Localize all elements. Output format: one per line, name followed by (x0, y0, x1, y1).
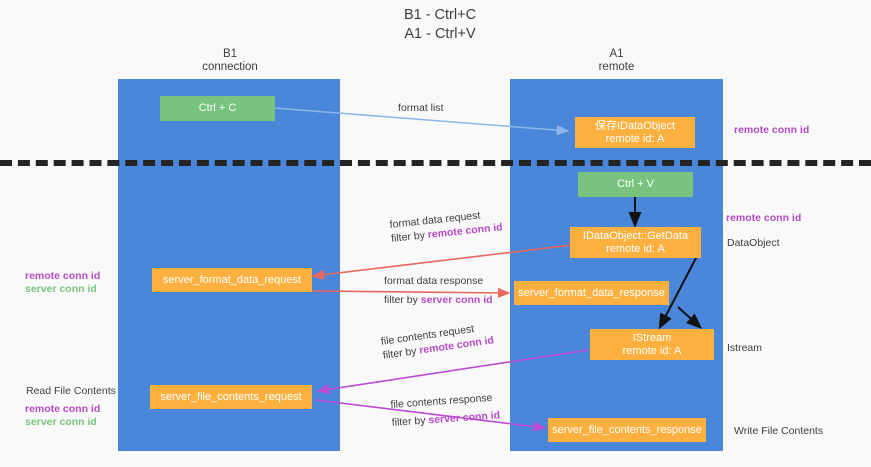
filter-prefix: filter by (384, 294, 421, 306)
edge-label-format-data-response-text: format data response (384, 275, 484, 287)
node-save-idataobject-line2: remote id: A (605, 132, 665, 145)
node-server-file-contents-response[interactable]: server_file_contents_response (548, 418, 706, 442)
node-getdata-line1: IDataObject::GetData (582, 229, 689, 242)
node-server-file-contents-request-label: server_file_contents_request (160, 390, 302, 403)
node-save-idataobject[interactable]: 保存IDataObject remote id: A (575, 117, 695, 148)
edge-label-file-contents-request: file contents request filter by remote c… (380, 319, 495, 362)
edge-label-format-data-response-filter: filter by server conn id (384, 293, 493, 307)
lane-b1-name: B1 (222, 48, 238, 60)
node-server-format-data-request-label: server_format_data_request (162, 273, 302, 286)
phase-separator (0, 160, 871, 166)
annotation-dataobject: DataObject (727, 237, 780, 249)
annotation-istream: Istream (727, 342, 763, 354)
node-server-format-data-request[interactable]: server_format_data_request (152, 268, 312, 292)
node-save-idataobject-line1: 保存IDataObject (594, 119, 676, 132)
node-getdata-line2: remote id: A (606, 242, 665, 255)
annotation-left-remote-conn-id-1: remote conn id (25, 270, 101, 282)
node-ctrl-v-label: Ctrl + V (617, 178, 654, 190)
node-idataobject-getdata[interactable]: IDataObject::GetData remote id: A (570, 227, 701, 258)
annotation-remote-conn-id-top: remote conn id (734, 124, 810, 136)
node-ctrl-c-label: Ctrl + C (198, 102, 237, 114)
title-line-1: B1 - Ctrl+C (403, 7, 477, 23)
edge-label-file-contents-response: file contents response filter by server … (390, 390, 501, 429)
filter-key-server-conn-id: server conn id (420, 294, 493, 306)
lane-a1-name: A1 (609, 48, 624, 60)
node-server-file-contents-response-label: server_file_contents_response (552, 423, 702, 436)
annotation-left-server-conn-id-1: server conn id (25, 283, 97, 295)
lane-header-b1: B1 connection (120, 48, 340, 74)
node-istream[interactable]: IStream remote id: A (590, 329, 714, 360)
filter-key-server-conn-id: server conn id (428, 409, 501, 427)
annotation-write-file-contents: Write File Contents (734, 425, 824, 437)
lane-a1-sub: remote (598, 61, 635, 73)
edge-label-file-contents-response-filter: filter by server conn id (391, 408, 500, 430)
edge-label-format-list: format list (398, 101, 444, 115)
annotation-left-server-conn-id-2: server conn id (25, 416, 97, 428)
diagram-title: B1 - Ctrl+C A1 - Ctrl+V (330, 6, 550, 44)
filter-prefix: filter by (391, 414, 429, 429)
lane-header-a1: A1 remote (510, 48, 723, 74)
annotation-read-file-contents: Read File Contents (26, 385, 116, 397)
annotation-left-remote-conn-id-2: remote conn id (25, 403, 101, 415)
edge-label-format-list-text: format list (398, 102, 444, 114)
node-istream-line1: IStream (632, 331, 672, 344)
node-ctrl-c[interactable]: Ctrl + C (160, 96, 275, 121)
node-server-format-data-response-label: server_format_data_response (518, 286, 665, 299)
node-ctrl-v[interactable]: Ctrl + V (578, 172, 693, 197)
lane-b1-sub: connection (202, 61, 258, 73)
edge-label-format-data-request: format data request filter by remote con… (389, 206, 503, 246)
annotation-remote-conn-id-mid: remote conn id (726, 212, 802, 224)
filter-prefix: filter by (382, 344, 421, 362)
edge-label-format-data-response: format data response filter by server co… (384, 274, 493, 307)
filter-prefix: filter by (390, 229, 429, 245)
node-istream-line2: remote id: A (622, 344, 682, 357)
title-line-2: A1 - Ctrl+V (404, 26, 476, 42)
node-server-file-contents-request[interactable]: server_file_contents_request (150, 385, 312, 409)
node-server-format-data-response[interactable]: server_format_data_response (514, 281, 669, 305)
